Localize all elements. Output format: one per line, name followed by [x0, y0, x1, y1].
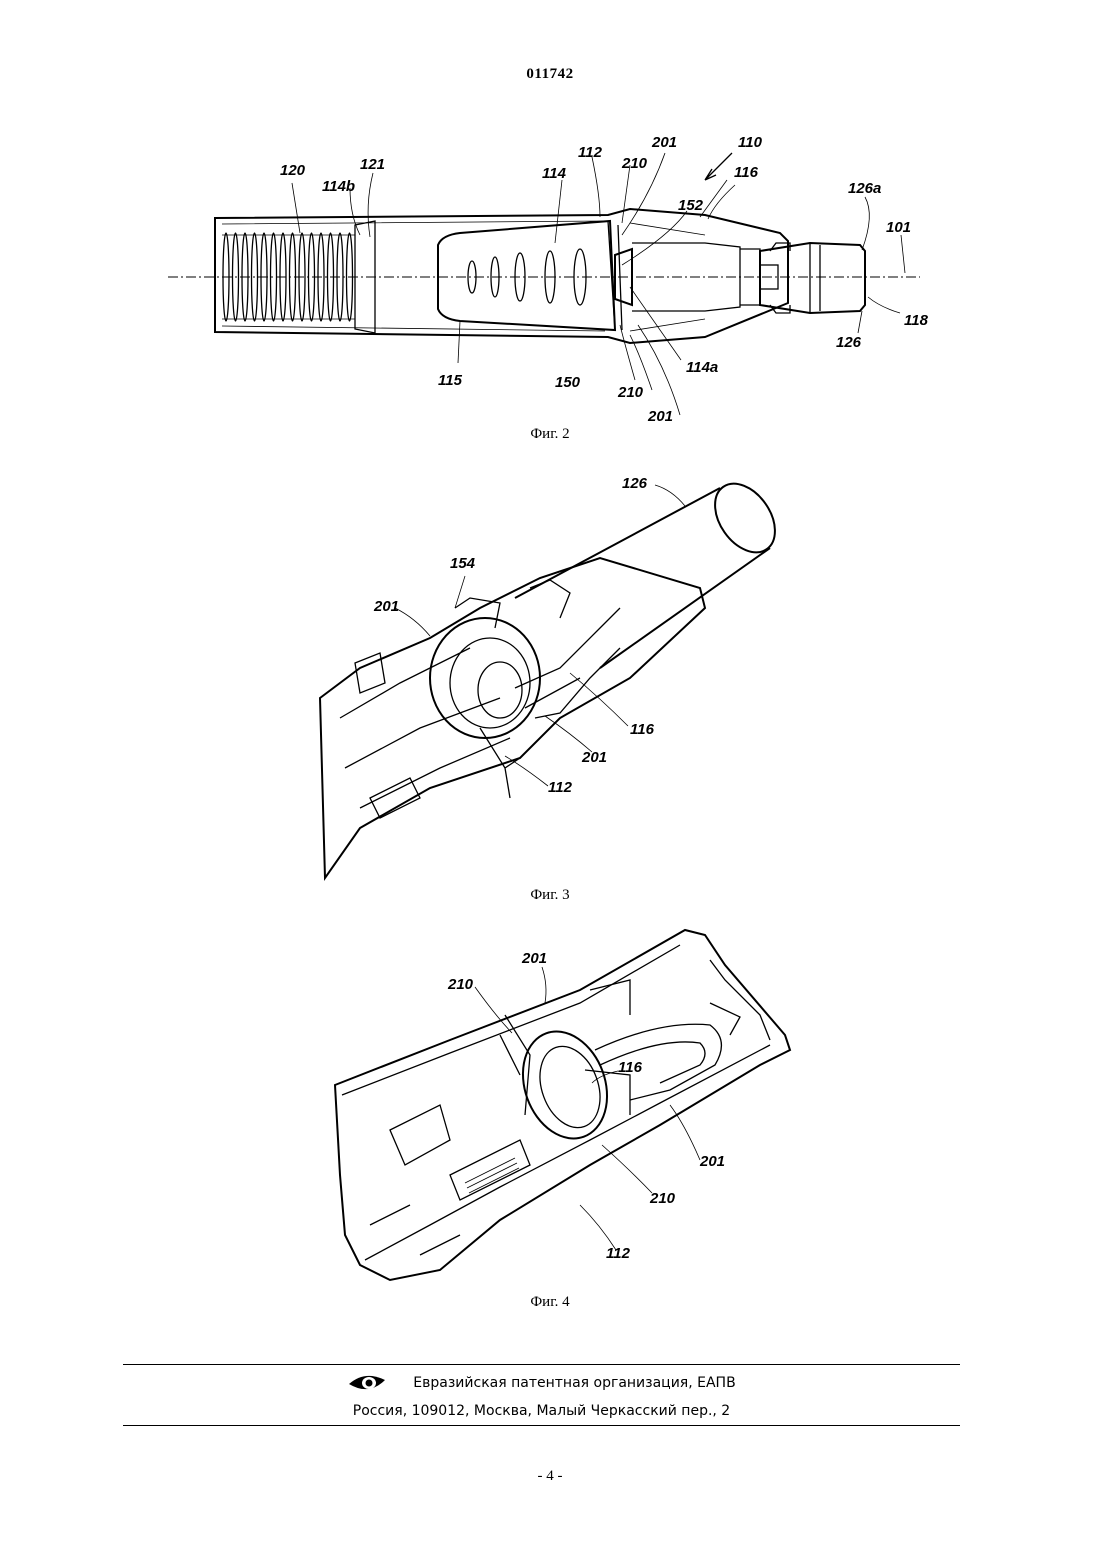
eapo-eye-logo-icon [347, 1372, 387, 1394]
label-115: 115 [438, 372, 463, 389]
document-number: 011742 [0, 66, 1100, 83]
label-201-bottom: 201 [647, 408, 673, 425]
label-210-bottom: 210 [649, 1190, 676, 1207]
label-210-top: 210 [621, 155, 648, 172]
page-number: - 4 - [0, 1468, 1100, 1485]
label-126a: 126a [848, 180, 881, 197]
label-112: 112 [578, 144, 603, 161]
footer-org-name: Евразийская патентная организация, ЕАПВ [413, 1375, 735, 1391]
label-101: 101 [886, 219, 911, 236]
label-116: 116 [630, 721, 655, 738]
label-126: 126 [622, 475, 648, 492]
figure-3-drawing: 126 154 201 116 201 112 [300, 468, 800, 888]
figure-2-drawing: 120 121 114b 114 112 210 201 110 116 152… [160, 125, 950, 425]
label-152: 152 [678, 197, 704, 214]
label-116: 116 [618, 1059, 643, 1076]
label-116: 116 [734, 164, 759, 181]
label-154: 154 [450, 555, 476, 572]
label-201-top: 201 [521, 950, 547, 967]
label-114: 114 [542, 165, 567, 182]
label-150: 150 [555, 374, 581, 391]
label-126: 126 [836, 334, 862, 351]
footer-top-rule [123, 1364, 960, 1365]
label-112: 112 [606, 1245, 631, 1262]
label-210-bottom: 210 [617, 384, 644, 401]
label-121: 121 [360, 156, 385, 173]
figure-3-caption: Фиг. 3 [0, 887, 1100, 904]
footer-org-line: Евразийская патентная организация, ЕАПВ [123, 1372, 960, 1398]
figure-4-caption: Фиг. 4 [0, 1294, 1100, 1311]
label-114a: 114a [686, 359, 718, 376]
figure-2-caption: Фиг. 2 [0, 426, 1100, 443]
label-201-right: 201 [699, 1153, 725, 1170]
label-118: 118 [904, 312, 929, 329]
label-112: 112 [548, 779, 573, 796]
label-201-right: 201 [581, 749, 607, 766]
figure-4-drawing: 201 210 116 201 210 112 [330, 925, 800, 1295]
label-110: 110 [738, 134, 763, 151]
label-120: 120 [280, 162, 306, 179]
label-114b: 114b [322, 178, 355, 195]
footer-bottom-rule [123, 1425, 960, 1426]
label-201-top: 201 [651, 134, 677, 151]
label-201-left: 201 [373, 598, 399, 615]
footer-address: Россия, 109012, Москва, Малый Черкасский… [123, 1403, 960, 1419]
label-210-top: 210 [447, 976, 474, 993]
